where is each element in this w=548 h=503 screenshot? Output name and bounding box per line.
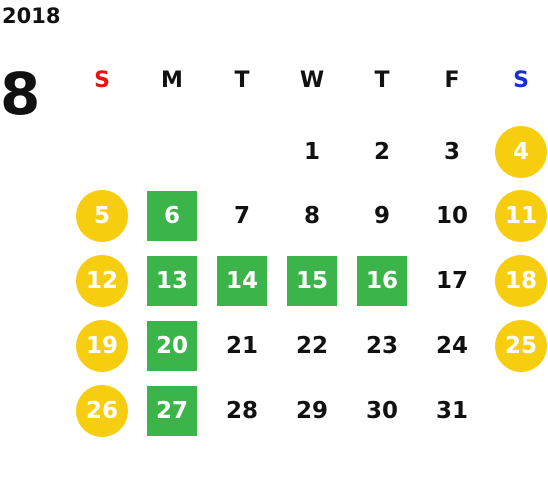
day-cell-28[interactable]: 28: [225, 398, 258, 424]
month-label: 8: [0, 60, 41, 128]
day-cell-5[interactable]: 5: [76, 190, 128, 242]
day-cell-16[interactable]: 16: [357, 256, 407, 306]
day-cell-22[interactable]: 22: [295, 333, 328, 359]
day-cell-13[interactable]: 13: [147, 256, 197, 306]
day-cell-17[interactable]: 17: [435, 268, 468, 294]
day-cell-29[interactable]: 29: [295, 398, 328, 424]
day-cell-3[interactable]: 3: [443, 139, 460, 165]
weekday-header-friday: F: [444, 68, 460, 93]
day-cell-31[interactable]: 31: [435, 398, 468, 424]
weekday-header-sunday: S: [94, 68, 110, 93]
day-cell-19[interactable]: 19: [76, 320, 128, 372]
day-cell-26[interactable]: 26: [76, 385, 128, 437]
day-cell-20[interactable]: 20: [147, 321, 197, 371]
day-cell-10[interactable]: 10: [435, 203, 468, 229]
day-cell-30[interactable]: 30: [365, 398, 398, 424]
day-cell-6[interactable]: 6: [147, 191, 197, 241]
year-label: 2018: [2, 4, 61, 28]
day-cell-18[interactable]: 18: [495, 255, 547, 307]
day-cell-27[interactable]: 27: [147, 386, 197, 436]
day-cell-8[interactable]: 8: [303, 203, 320, 229]
day-cell-25[interactable]: 25: [495, 320, 547, 372]
day-cell-1[interactable]: 1: [303, 139, 320, 165]
day-cell-9[interactable]: 9: [373, 203, 390, 229]
weekday-header-thursday: T: [374, 68, 390, 93]
weekday-header-tuesday: T: [234, 68, 250, 93]
day-cell-15[interactable]: 15: [287, 256, 337, 306]
day-cell-23[interactable]: 23: [365, 333, 398, 359]
weekday-header-saturday: S: [513, 68, 529, 93]
day-cell-2[interactable]: 2: [373, 139, 390, 165]
weekday-header-wednesday: W: [299, 68, 325, 93]
day-cell-12[interactable]: 12: [76, 255, 128, 307]
day-cell-7[interactable]: 7: [233, 203, 250, 229]
day-cell-11[interactable]: 11: [495, 190, 547, 242]
day-cell-24[interactable]: 24: [435, 333, 468, 359]
weekday-header-monday: M: [161, 68, 183, 93]
day-cell-4[interactable]: 4: [495, 126, 547, 178]
day-cell-21[interactable]: 21: [225, 333, 258, 359]
day-cell-14[interactable]: 14: [217, 256, 267, 306]
